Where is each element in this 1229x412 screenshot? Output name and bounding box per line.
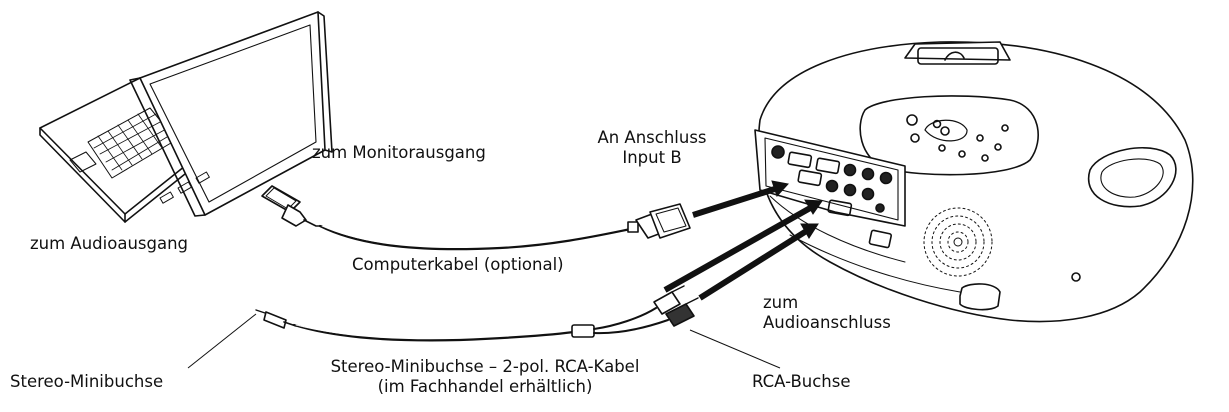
label-input-b-line2: Input B bbox=[622, 148, 682, 167]
label-audio-output: zum Audioausgang bbox=[30, 234, 189, 253]
callout-line-mini-jack bbox=[187, 313, 257, 369]
audio-cable bbox=[255, 285, 699, 342]
label-rca-jack: RCA-Buchse bbox=[752, 372, 851, 391]
label-rca-cable: Stereo-Minibuchse – 2-pol. RCA-Kabel (im… bbox=[290, 357, 680, 397]
callout-line-rca-jack bbox=[689, 329, 781, 369]
speaker-grill bbox=[923, 207, 993, 277]
label-stereo-mini-jack: Stereo-Minibuchse bbox=[10, 372, 164, 391]
connection-arrows bbox=[663, 180, 823, 301]
label-monitor-output: zum Monitorausgang bbox=[312, 143, 486, 162]
label-rca-cable-line1: Stereo-Minibuchse – 2-pol. RCA-Kabel bbox=[330, 357, 640, 376]
label-audio-port-line1: zum bbox=[763, 293, 799, 312]
computer-cable bbox=[261, 185, 691, 251]
label-rca-cable-line2: (im Fachhandel erhältlich) bbox=[377, 377, 593, 396]
label-audio-port: zum Audioanschluss bbox=[763, 293, 891, 333]
laptop-illustration bbox=[39, 11, 333, 223]
projector-illustration bbox=[754, 41, 1194, 323]
label-computer-cable: Computerkabel (optional) bbox=[352, 255, 564, 274]
label-audio-port-line2: Audioanschluss bbox=[763, 313, 891, 332]
label-input-b-port: An Anschluss Input B bbox=[592, 128, 712, 168]
label-input-b-line1: An Anschluss bbox=[597, 128, 707, 147]
